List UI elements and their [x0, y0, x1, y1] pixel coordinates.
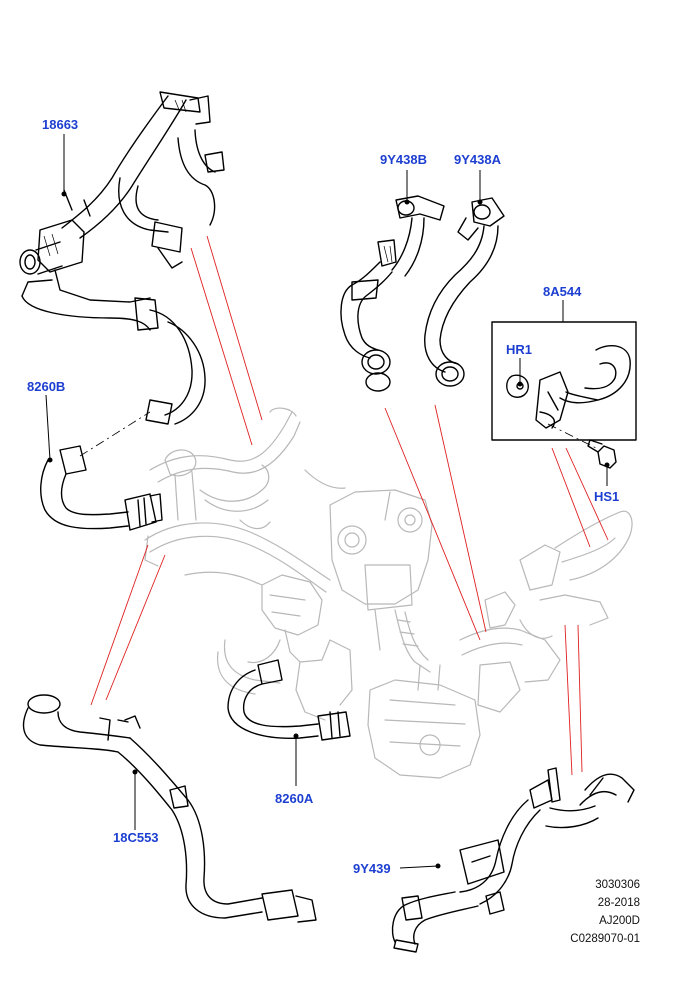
label-leaders [45, 134, 608, 869]
bolt-HS1-drawing [587, 439, 617, 469]
hose-18663-drawing [19, 91, 225, 425]
part-detail-lines [43, 99, 393, 263]
callout-HR1: HR1 [506, 342, 533, 357]
hose-9Y438A-drawing [424, 197, 505, 387]
hose-8260B-drawing [40, 445, 163, 531]
callout-8260A: 8260A [275, 791, 314, 806]
leader-lines [90, 235, 609, 776]
reference-line-1: 3030306 [595, 879, 640, 891]
callout-8A544: 8A544 [543, 284, 582, 299]
callout-9Y438A: 9Y438A [454, 152, 501, 167]
leader-dots [47, 191, 610, 869]
engine-assembly-ghost [144, 407, 633, 779]
reference-line-3: AJ200D [599, 915, 640, 927]
callout-9Y438B: 9Y438B [380, 152, 427, 167]
reference-line-4: C0289070-01 [570, 933, 640, 945]
callout-8260B: 8260B [27, 379, 66, 394]
callout-9Y439: 9Y439 [353, 861, 391, 876]
callout-18C553: 18C553 [113, 830, 159, 845]
hose-8260A-drawing [227, 659, 351, 741]
callout-HS1: HS1 [594, 489, 620, 504]
hose-9Y439-drawing [391, 767, 635, 953]
alignment-dashes [79, 411, 597, 457]
hose-9Y438B-drawing [340, 195, 445, 392]
reference-line-2: 28-2018 [597, 897, 640, 909]
callout-18663: 18663 [42, 117, 79, 132]
hose-18C553-drawing [22, 694, 317, 923]
kit-8A544-drawing [491, 321, 637, 441]
